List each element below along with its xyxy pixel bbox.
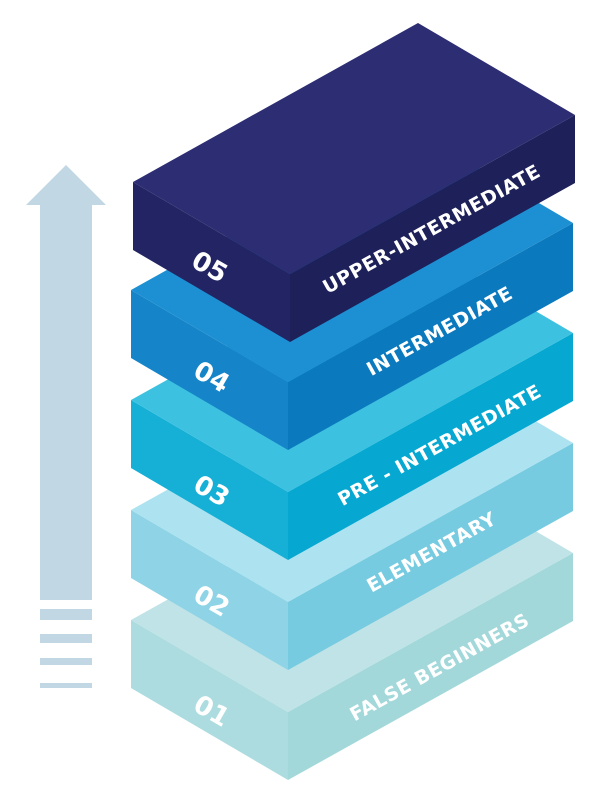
level-01-left-face xyxy=(131,620,288,780)
arrow-shaft xyxy=(40,205,92,600)
progress-arrow xyxy=(26,165,106,688)
level-02-right-face xyxy=(288,443,573,670)
level-05-left-face xyxy=(133,182,290,342)
arrow-stripe-1 xyxy=(40,609,92,620)
level-01-right-face xyxy=(288,553,573,780)
arrow-stripe-4 xyxy=(40,683,92,688)
level-03-left-face xyxy=(131,400,288,560)
arrow-stripe-3 xyxy=(40,658,92,665)
level-04-left-face xyxy=(131,290,288,450)
arrow-head xyxy=(26,165,106,205)
level-05-right-face xyxy=(290,115,575,342)
level-02-left-face xyxy=(131,510,288,670)
level-05-top-face xyxy=(133,23,575,274)
level-03-right-face xyxy=(288,333,573,560)
arrow-stripe-2 xyxy=(40,634,92,643)
level-04-right-face xyxy=(288,223,573,450)
